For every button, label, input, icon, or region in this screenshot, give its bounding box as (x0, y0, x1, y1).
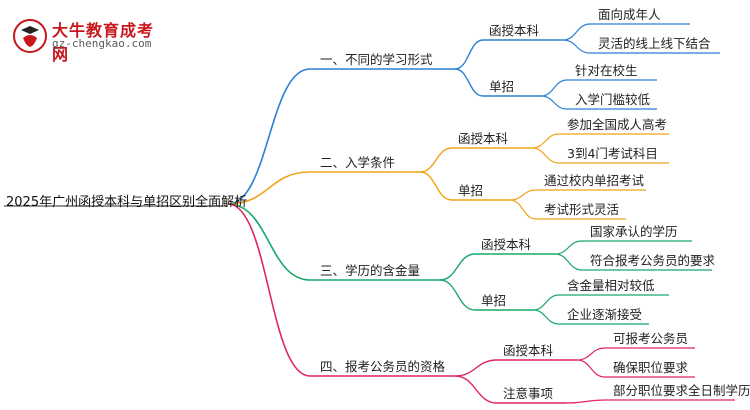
sub-label: 函授本科 (489, 23, 540, 38)
leaf-connector (532, 294, 560, 311)
branch-label: 一、不同的学习形式 (320, 52, 433, 67)
leaf-connector (554, 240, 583, 255)
logo-title: 大牛教育成考网 (52, 21, 155, 64)
leaf-connector (562, 39, 591, 54)
sub-connector (454, 39, 484, 70)
sub-connector (454, 68, 484, 97)
leaf-connector (509, 189, 537, 201)
sub-label: 单招 (489, 79, 515, 94)
sub-label: 函授本科 (503, 343, 554, 358)
sub-label: 单招 (481, 293, 507, 308)
branch-label: 四、报考公务员的资格 (320, 359, 446, 374)
leaf-connector (554, 253, 583, 271)
sub-label: 函授本科 (458, 131, 509, 146)
branch-connector (227, 203, 311, 281)
leaf-label: 面向成年人 (598, 7, 661, 22)
leaf-connector (531, 147, 560, 164)
branch-label: 三、学历的含金量 (320, 263, 421, 278)
branch-connector (227, 171, 311, 205)
sub-connector (439, 279, 476, 311)
sub-connector (454, 359, 498, 377)
leaf-label: 可报考公务员 (613, 331, 689, 346)
logo-emblem-icon (13, 19, 47, 53)
sub-label: 注意事项 (503, 386, 554, 401)
leaf-connector (562, 23, 591, 41)
leaf-connector (509, 199, 537, 220)
sub-label: 单招 (458, 183, 484, 198)
leaf-label: 企业逐渐接受 (567, 307, 643, 322)
leaf-label: 确保职位要求 (613, 360, 689, 375)
leaf-connector (576, 359, 606, 378)
branch-connector (227, 68, 311, 205)
leaf-label: 符合报考公务员的要求 (590, 253, 716, 268)
branch-connector (227, 203, 311, 377)
logo-url: gz-chengkao.com (52, 37, 152, 50)
leaf-label: 国家承认的学历 (590, 224, 678, 239)
leaf-connector (576, 347, 606, 361)
leaf-connector (532, 309, 560, 325)
leaf-connector (540, 95, 568, 110)
root-topic: 2025年广州函授本科与单招区别全面解析 (6, 195, 248, 210)
leaf-label: 灵活的线上线下结合 (598, 36, 711, 51)
branch-label: 二、入学条件 (320, 155, 396, 170)
leaf-label: 参加全国成人高考 (567, 117, 668, 132)
leaf-connector (531, 133, 560, 149)
sub-connector (439, 253, 476, 281)
leaf-label: 通过校内单招考试 (544, 173, 645, 188)
site-logo: 大牛教育成考网 gz-chengkao.com (10, 14, 170, 64)
sub-connector (419, 171, 453, 201)
sub-label: 函授本科 (481, 237, 532, 252)
leaf-label: 入学门槛较低 (575, 92, 651, 107)
sub-connector (454, 375, 498, 404)
leaf-connector (540, 79, 568, 97)
leaf-connector (566, 399, 606, 404)
leaf-label: 针对在校生 (575, 63, 638, 78)
leaf-label: 部分职位要求全日制学历 (613, 383, 750, 398)
leaf-label: 考试形式灵活 (544, 202, 620, 217)
sub-connector (419, 147, 453, 173)
leaf-label: 含金量相对较低 (567, 278, 655, 293)
leaf-label: 3到4门考试科目 (567, 146, 658, 161)
